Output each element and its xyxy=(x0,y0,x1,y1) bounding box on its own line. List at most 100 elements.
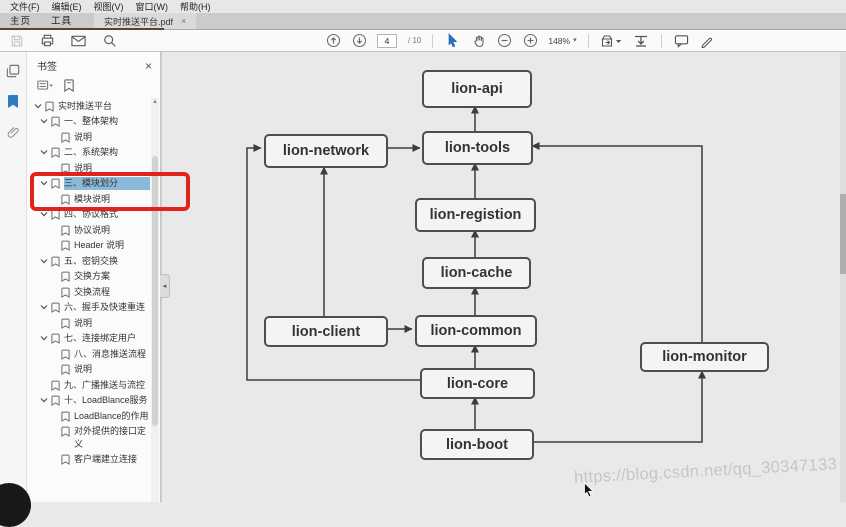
chevron-down-icon[interactable] xyxy=(38,394,49,404)
bookmark-icon xyxy=(59,317,71,329)
bookmark-item[interactable]: 模块说明 xyxy=(27,191,150,207)
menu-item[interactable]: 窗口(W) xyxy=(135,2,169,12)
document-scrollbar[interactable] xyxy=(840,52,846,502)
bookmark-item[interactable]: 协议说明 xyxy=(27,222,150,238)
bookmark-item[interactable]: 十、LoadBlance服务 xyxy=(27,393,150,409)
fit-width-icon[interactable] xyxy=(633,32,650,49)
bookmark-label[interactable]: 三、模块划分 xyxy=(64,177,150,190)
bookmark-label[interactable]: Header 说明 xyxy=(74,240,125,250)
page-up-icon[interactable] xyxy=(325,32,342,49)
zoom-level-select[interactable]: 148% ▾ xyxy=(548,36,576,46)
bookmark-item[interactable]: 七、连接绑定用户 xyxy=(27,331,150,347)
bookmark-label[interactable]: 二、系统架构 xyxy=(64,147,119,157)
bookmark-label[interactable]: 一、整体架构 xyxy=(64,116,119,126)
bookmark-label[interactable]: 十、LoadBlance服务 xyxy=(64,395,148,405)
bookmark-label[interactable]: 交换方案 xyxy=(74,271,111,281)
bookmark-item[interactable]: 客户端建立连接 xyxy=(27,452,150,468)
tab-home[interactable]: 主页 xyxy=(10,16,32,27)
bookmark-item[interactable]: 说明 xyxy=(27,362,150,378)
page-number-input[interactable]: 4 xyxy=(377,33,397,48)
zoom-out-icon[interactable] xyxy=(496,32,513,49)
scroll-up-icon[interactable]: ▲ xyxy=(152,99,158,105)
bookmark-item[interactable]: 二、系统架构 xyxy=(27,145,150,161)
bookmark-icon xyxy=(59,239,71,251)
chevron-down-icon[interactable] xyxy=(38,146,49,156)
sidebar-scrollbar[interactable]: ▲ xyxy=(151,98,159,502)
search-icon[interactable] xyxy=(101,32,118,49)
bookmark-label[interactable]: 说明 xyxy=(74,364,93,374)
bookmark-label[interactable]: 实时推送平台 xyxy=(58,100,113,111)
bookmark-icon xyxy=(49,394,61,406)
chevron-down-icon[interactable] xyxy=(38,332,49,342)
sidebar-scroll-thumb[interactable] xyxy=(152,156,158,426)
bookmark-label[interactable]: 八、消息推送流程 xyxy=(74,348,147,359)
bookmark-label[interactable]: 交换流程 xyxy=(74,286,111,297)
bookmark-item[interactable]: 说明 xyxy=(27,160,150,176)
page-down-icon[interactable] xyxy=(351,32,368,49)
bookmark-label[interactable]: LoadBlance的作用 xyxy=(74,410,149,421)
chevron-down-icon[interactable] xyxy=(38,208,49,218)
menu-item[interactable]: 编辑(E) xyxy=(51,2,82,12)
tab-tools[interactable]: 工具 xyxy=(51,16,73,27)
attachments-icon[interactable] xyxy=(7,125,20,139)
bookmark-label[interactable]: 说明 xyxy=(74,317,93,328)
comment-icon[interactable] xyxy=(673,32,690,49)
email-icon[interactable] xyxy=(70,32,87,49)
bookmark-label[interactable]: 客户端建立连接 xyxy=(74,454,138,464)
chevron-down-icon[interactable] xyxy=(32,100,43,110)
bookmark-label[interactable]: 说明 xyxy=(74,162,93,173)
bookmark-item[interactable]: Header 说明 xyxy=(27,238,150,254)
chevron-down-icon[interactable] xyxy=(38,177,49,187)
bookmark-item[interactable]: 九、广播推送与流控 xyxy=(27,377,150,393)
bookmark-label[interactable]: 对外提供的接口定义 xyxy=(74,426,147,449)
bookmark-label[interactable]: 五、密钥交换 xyxy=(64,255,119,266)
pen-icon[interactable] xyxy=(699,32,716,49)
bookmarks-icon[interactable] xyxy=(7,94,19,109)
zoom-in-icon[interactable] xyxy=(522,32,539,49)
bookmark-item[interactable]: 八、消息推送流程 xyxy=(27,346,150,362)
bookmark-icon xyxy=(59,131,71,143)
select-tool-icon[interactable] xyxy=(444,32,461,49)
bookmark-item[interactable]: 说明 xyxy=(27,129,150,145)
bookmark-label[interactable]: 协议说明 xyxy=(74,224,111,235)
bookmark-icon xyxy=(49,208,61,220)
pages-icon[interactable] xyxy=(6,64,20,78)
diagram-node-lion-client: lion-client xyxy=(264,316,388,347)
bookmark-item[interactable]: 一、整体架构 xyxy=(27,114,150,130)
save-icon[interactable] xyxy=(8,32,25,49)
bookmark-label[interactable]: 六、握手及快速重连 xyxy=(64,302,146,312)
bookmark-item[interactable]: 四、协议格式 xyxy=(27,207,150,223)
bookmark-item[interactable]: 六、握手及快速重连 xyxy=(27,300,150,316)
bookmark-label[interactable]: 七、连接绑定用户 xyxy=(64,333,137,343)
chevron-down-icon[interactable] xyxy=(38,115,49,125)
bookmark-label[interactable]: 九、广播推送与流控 xyxy=(64,379,146,390)
print-icon[interactable] xyxy=(39,32,56,49)
close-tab-icon[interactable]: × xyxy=(181,15,187,26)
bookmark-item[interactable]: 三、模块划分 xyxy=(27,176,150,192)
document-scroll-thumb[interactable] xyxy=(840,194,846,274)
collapse-panel-handle[interactable]: ◂ xyxy=(160,274,170,298)
chevron-down-icon[interactable] xyxy=(38,301,49,311)
bookmark-item[interactable]: 说明 xyxy=(27,315,150,331)
bookmark-label[interactable]: 四、协议格式 xyxy=(64,209,119,219)
document-tab[interactable]: 实时推送平台.pdf × xyxy=(94,13,197,29)
bookmark-item[interactable]: 实时推送平台 xyxy=(27,98,150,114)
bookmark-item[interactable]: 交换流程 xyxy=(27,284,150,300)
bookmark-item[interactable]: 五、密钥交换 xyxy=(27,253,150,269)
locate-bookmark-icon[interactable] xyxy=(63,79,75,92)
hand-tool-icon[interactable] xyxy=(470,32,487,49)
bookmark-label[interactable]: 模块说明 xyxy=(74,193,111,204)
chevron-down-icon[interactable] xyxy=(38,255,49,265)
pdf-view: https://blog.csdn.net/qq_30347133 lion-a… xyxy=(161,52,846,502)
close-panel-icon[interactable]: × xyxy=(144,58,152,73)
fit-page-icon[interactable] xyxy=(600,32,624,49)
menu-item[interactable]: 视图(V) xyxy=(93,2,124,12)
bookmark-item[interactable]: 交换方案 xyxy=(27,269,150,285)
bookmark-icon xyxy=(59,348,71,360)
bookmark-item[interactable]: 对外提供的接口定义 xyxy=(27,424,150,452)
bookmark-label[interactable]: 说明 xyxy=(74,131,93,142)
menu-item[interactable]: 文件(F) xyxy=(10,2,40,12)
bookmark-item[interactable]: LoadBlance的作用 xyxy=(27,408,150,424)
menu-item[interactable]: 帮助(H) xyxy=(180,2,211,12)
options-icon[interactable] xyxy=(37,80,53,91)
